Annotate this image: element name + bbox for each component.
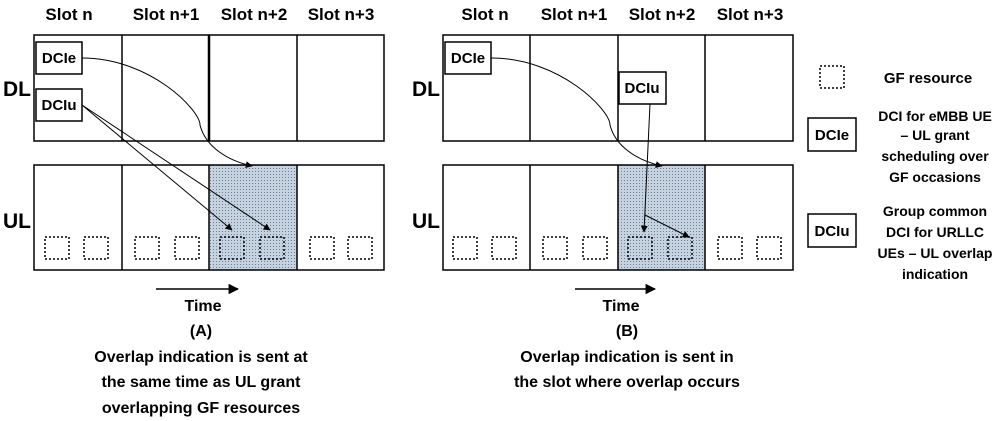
dciu-arrow <box>81 104 233 231</box>
gf-resource <box>309 236 335 260</box>
slot-header-n1: Slot n+1 <box>541 5 608 24</box>
gf-resource <box>491 236 517 260</box>
legend-gf-label: GF resource <box>884 70 972 87</box>
slot-header-n3: Slot n+3 <box>308 5 375 24</box>
legend-dciu-desc: indication <box>902 266 968 282</box>
legend-dcie-desc: scheduling over <box>881 148 989 164</box>
legend-dciu-box <box>807 213 857 248</box>
dcie-arrow <box>81 57 253 169</box>
gf-resource <box>627 236 653 260</box>
gf-resource <box>582 236 608 260</box>
panel-a-tag: (A) <box>190 323 212 340</box>
dciu-arrow <box>640 103 651 233</box>
gf-resource <box>259 236 285 260</box>
legend-dcie-label: DCIe <box>815 127 849 144</box>
panel-a: Slot n Slot n+1 Slot n+2 Slot n+3 DL UL <box>3 5 385 417</box>
ul-label: UL <box>412 210 440 233</box>
dcie-box <box>444 41 492 75</box>
dcie-arrow <box>490 57 663 169</box>
gf-resource <box>83 236 109 260</box>
gf-resource <box>717 236 743 260</box>
panel-b: Slot n Slot n+1 Slot n+2 Slot n+3 DL UL … <box>412 5 794 391</box>
gf-resource <box>667 236 693 260</box>
gf-resource <box>347 236 373 260</box>
legend-dcie-desc: – UL grant <box>901 127 970 143</box>
legend-dciu-desc: DCI for URLLC <box>886 224 984 240</box>
dcie-label: DCIe <box>42 50 76 67</box>
gf-resource <box>219 236 245 260</box>
ul-label: UL <box>3 210 31 233</box>
panel-a-caption: the same time as UL grant <box>102 374 302 391</box>
slot-header-n2: Slot n+2 <box>629 5 696 24</box>
dl-label: DL <box>3 78 31 101</box>
dcie-label: DCIe <box>451 50 485 67</box>
panel-b-caption: the slot where overlap occurs <box>514 374 740 391</box>
gf-resource <box>174 236 200 260</box>
dl-label: DL <box>412 78 440 101</box>
gf-resource <box>542 236 568 260</box>
legend-gf-swatch <box>819 65 845 89</box>
dciu-arrow <box>644 214 690 238</box>
dciu-label: DCIu <box>625 80 660 97</box>
slot-header-n1: Slot n+1 <box>133 5 200 24</box>
dciu-box <box>618 71 667 105</box>
slot-header-n2: Slot n+2 <box>221 5 288 24</box>
panel-a-caption: Overlap indication is sent at <box>94 349 308 366</box>
legend-dciu-label: DCIu <box>815 223 850 240</box>
legend: GF resource DCIe DCI for eMBB UE – UL gr… <box>807 65 993 282</box>
panel-b-tag: (B) <box>616 323 638 340</box>
dciu-label: DCIu <box>42 97 77 114</box>
gf-resource <box>756 236 782 260</box>
overlap-slot <box>209 165 297 270</box>
gf-resource <box>452 236 478 260</box>
legend-dcie-box <box>807 117 857 152</box>
legend-dcie-desc: GF occasions <box>889 169 981 185</box>
panel-b-caption: Overlap indication is sent in <box>520 349 733 366</box>
gf-resource <box>134 236 160 260</box>
legend-dciu-desc: Group common <box>883 203 987 219</box>
legend-dciu-desc: UEs – UL overlap <box>878 245 993 261</box>
gf-resource <box>44 236 70 260</box>
slot-header-n3: Slot n+3 <box>717 5 784 24</box>
dciu-arrow <box>81 104 271 231</box>
time-label: Time <box>184 298 221 315</box>
slot-header-n: Slot n <box>45 5 92 24</box>
legend-dcie-desc: DCI for eMBB UE <box>878 108 992 124</box>
dcie-box <box>35 41 83 75</box>
slot-header-n: Slot n <box>461 5 508 24</box>
overlap-slot <box>618 165 705 270</box>
time-label: Time <box>602 298 639 315</box>
panel-a-caption: overlapping GF resources <box>102 400 300 417</box>
